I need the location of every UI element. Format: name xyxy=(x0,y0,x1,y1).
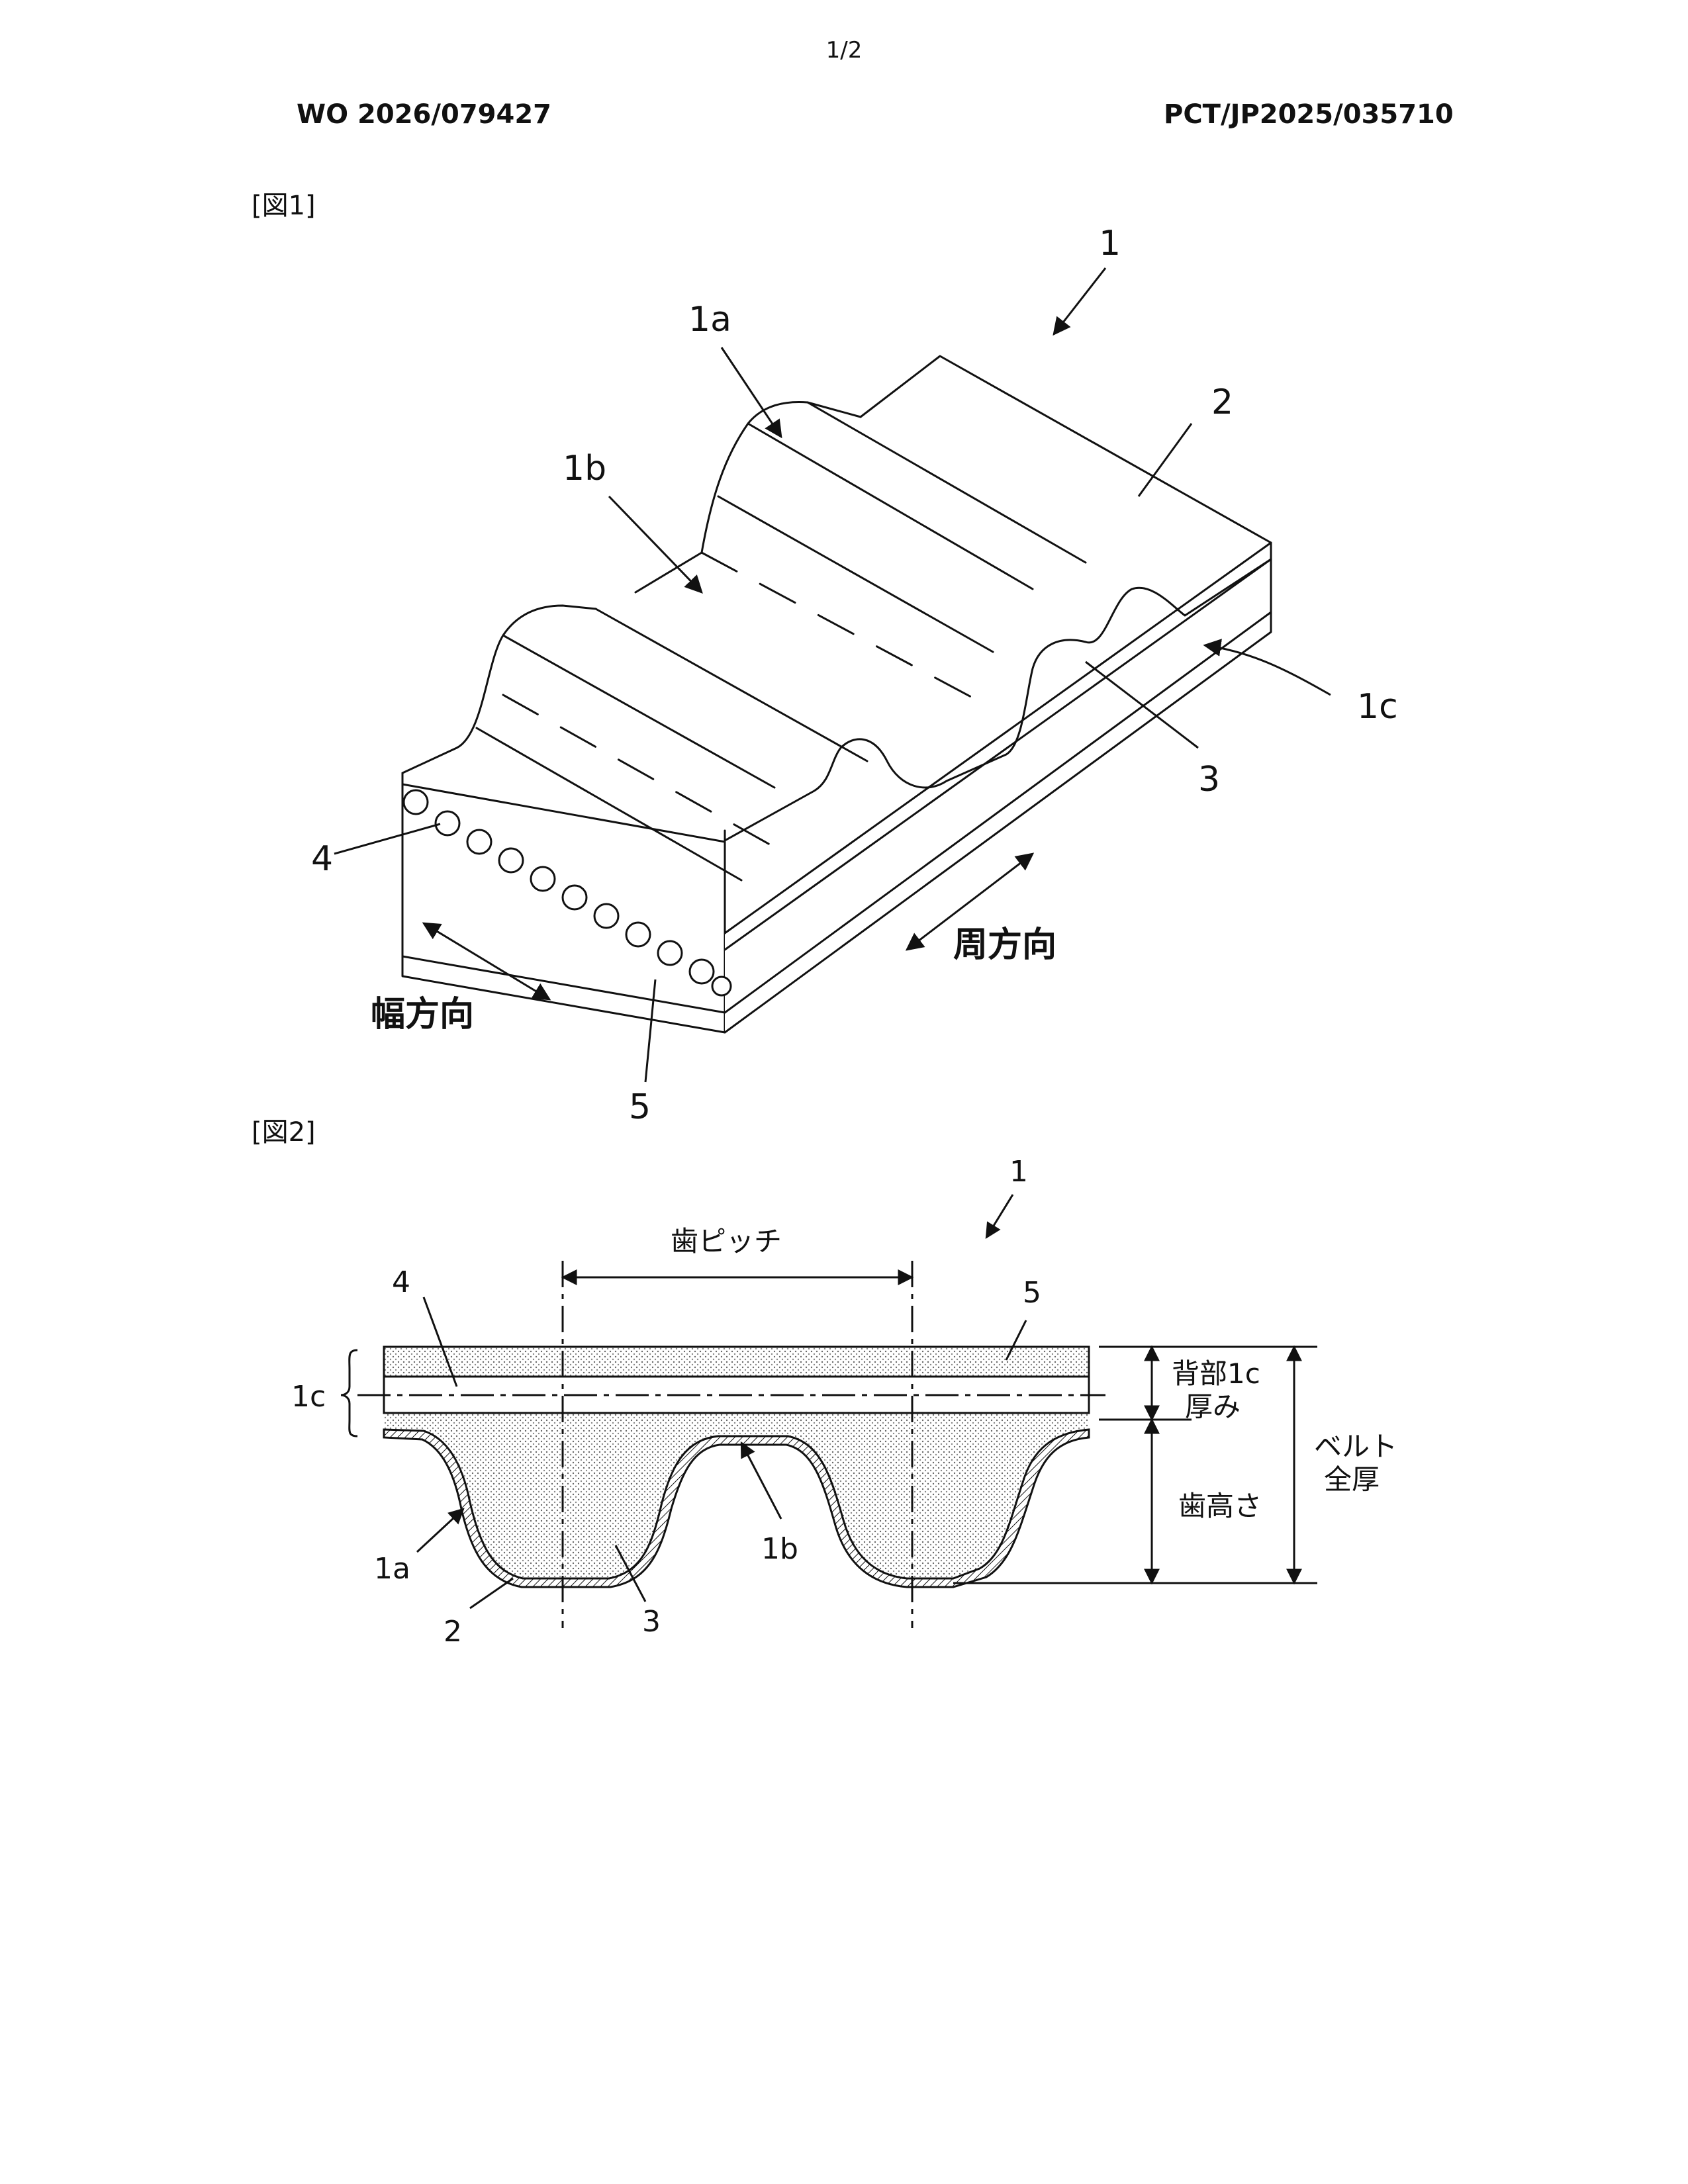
fig2-ref-cord-4: 4 xyxy=(392,1265,410,1299)
fig2-ref-belt-1: 1 xyxy=(1009,1155,1028,1189)
tooth-arrow-2 xyxy=(417,1509,463,1552)
land-arrow-2 xyxy=(741,1443,781,1519)
application-number: PCT/JP2025/035710 xyxy=(1164,99,1454,130)
ref-belt-1: 1 xyxy=(1099,224,1121,263)
figure-1-belt-perspective: 1 1a 1b 1c 2 3 4 5 周方向 幅方向 xyxy=(0,199,1688,1125)
fig2-ref-back-1c: 1c xyxy=(291,1380,326,1414)
fig2-ref-body-3: 3 xyxy=(642,1605,661,1639)
fig2-ref-tooth-1a: 1a xyxy=(374,1552,410,1586)
tooth-height-label: 歯高さ xyxy=(1178,1490,1262,1522)
total-thickness-label-line1: ベルト xyxy=(1314,1430,1397,1463)
ref-back-rubber-5: 5 xyxy=(629,1087,651,1127)
total-thickness-label-line2: 全厚 xyxy=(1324,1463,1380,1496)
ref-cover-2: 2 xyxy=(1211,383,1233,422)
back-rubber-layer xyxy=(384,1347,1089,1377)
width-direction-label: 幅方向 xyxy=(371,995,474,1034)
back-brace xyxy=(341,1350,357,1436)
fig2-ref-land-1b: 1b xyxy=(761,1532,798,1566)
ref-tooth-1a: 1a xyxy=(688,300,731,340)
belt-body-drawing xyxy=(402,356,1271,1032)
fig2-ref-back-rubber-5: 5 xyxy=(1023,1276,1041,1310)
fig2-ref-cover-2: 2 xyxy=(444,1615,462,1649)
ref-back-1c: 1c xyxy=(1357,687,1398,727)
belt-arrow-2 xyxy=(986,1195,1013,1238)
ref-cord-4: 4 xyxy=(311,839,333,879)
back-thickness-label-line1: 背部1c xyxy=(1172,1357,1260,1390)
back-thickness-label-line2: 厚み xyxy=(1185,1390,1241,1423)
ref-body-3: 3 xyxy=(1198,760,1220,799)
belt-arrow xyxy=(1054,268,1105,334)
ref-land-1b: 1b xyxy=(563,449,606,488)
figure-2-belt-section: 1 歯ピッチ 4 5 1c 1a 1b 2 3 背部1c 厚み 歯高さ ベルト … xyxy=(0,1125,1688,1655)
land-arrow xyxy=(609,496,702,592)
tooth-arrow xyxy=(722,347,781,437)
tooth-pitch-label: 歯ピッチ xyxy=(671,1225,782,1257)
circumferential-direction-label: 周方向 xyxy=(953,925,1056,965)
cover-leader-2 xyxy=(470,1578,513,1608)
page-number: 1/2 xyxy=(0,37,1688,64)
publication-number: WO 2026/079427 xyxy=(297,99,551,130)
